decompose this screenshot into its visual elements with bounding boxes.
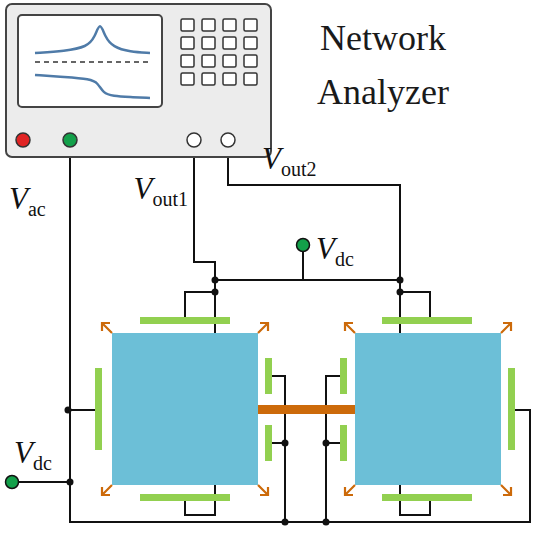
instrument-name: Network Analyzer — [288, 11, 478, 119]
junction-dot — [397, 277, 404, 284]
resonator-plate — [355, 333, 501, 485]
junction-dot — [282, 440, 289, 447]
anchor — [501, 323, 511, 333]
wire — [12, 481, 70, 483]
junction-dot — [397, 289, 404, 296]
magnitude-curve — [35, 26, 150, 53]
electrode — [265, 425, 272, 461]
wire — [215, 279, 400, 281]
source-port — [63, 133, 77, 147]
anchor — [102, 485, 112, 495]
key — [202, 19, 215, 31]
key — [181, 73, 194, 85]
electrode — [382, 317, 472, 324]
anchor — [345, 485, 355, 495]
dc-terminal — [297, 239, 310, 252]
screen-baseline — [35, 61, 150, 63]
signal-name: Vout2 — [262, 142, 317, 186]
junction-dot — [65, 407, 72, 414]
electrode — [140, 317, 230, 324]
anchor — [345, 323, 355, 333]
anchor — [258, 485, 268, 495]
instrument-box: Network Analyzer — [5, 3, 272, 158]
wire — [70, 147, 530, 522]
junction-dot — [323, 519, 330, 526]
dc-terminal — [6, 476, 19, 489]
resonator-plate — [112, 333, 258, 485]
electrode — [140, 494, 230, 501]
key — [223, 73, 236, 85]
electrode — [382, 494, 472, 501]
network-analyzer — [5, 3, 272, 158]
wire — [326, 376, 340, 522]
signal-name: Vdc — [14, 436, 52, 480]
junction-dot — [67, 479, 74, 486]
electrode — [340, 358, 347, 394]
junction-dot — [282, 519, 289, 526]
junction-dot — [212, 289, 219, 296]
power-button — [16, 133, 30, 147]
wire — [400, 292, 430, 317]
signal-name: Vout1 — [134, 172, 189, 216]
key — [181, 37, 194, 49]
junction-dot — [323, 440, 330, 447]
key — [223, 37, 236, 49]
anchor — [501, 485, 511, 495]
key — [181, 19, 194, 31]
wire — [68, 409, 95, 411]
key — [202, 37, 215, 49]
anchor — [258, 323, 268, 333]
electrode — [340, 425, 347, 461]
wire — [272, 376, 285, 522]
key — [244, 73, 257, 85]
anchor — [102, 323, 112, 333]
key — [202, 55, 215, 67]
key — [223, 19, 236, 31]
phase-curve — [35, 75, 150, 98]
signal-name: Vdc — [316, 232, 354, 276]
junction-dot — [212, 277, 219, 284]
electrode — [508, 368, 515, 450]
key — [244, 55, 257, 67]
coupling-beam — [258, 405, 355, 414]
key — [202, 73, 215, 85]
key — [244, 19, 257, 31]
key — [223, 55, 236, 67]
output-port — [187, 133, 201, 147]
electrode — [265, 358, 272, 394]
key — [181, 55, 194, 67]
signal-name: Vac — [9, 182, 46, 226]
instrument-body — [6, 4, 271, 157]
output-port — [221, 133, 235, 147]
electrode — [95, 368, 102, 450]
key — [244, 37, 257, 49]
screen — [18, 15, 162, 107]
wire — [185, 292, 215, 317]
